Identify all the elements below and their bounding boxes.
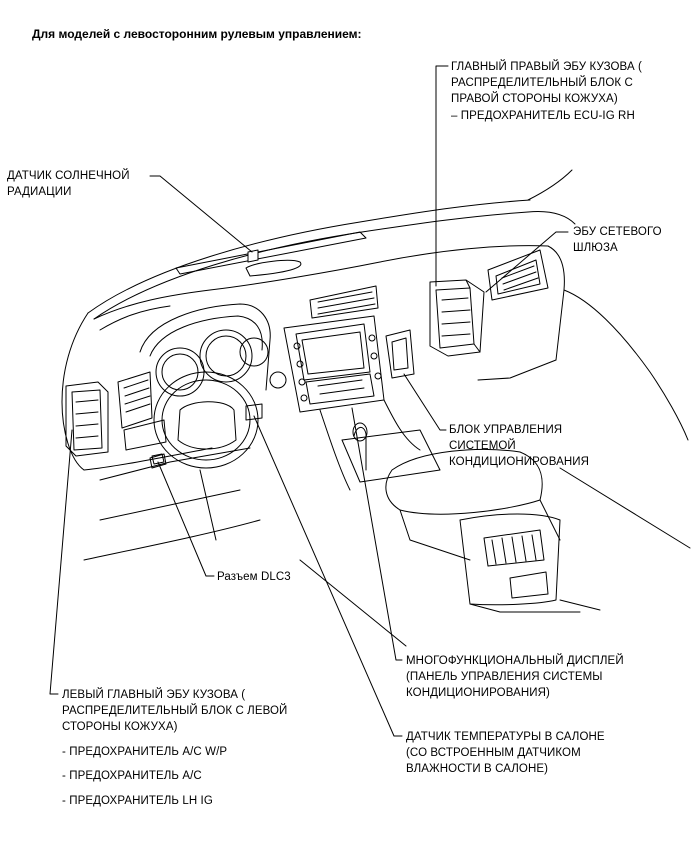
label-line: (СО ВСТРОЕННЫМ ДАТЧИКОМ <box>406 747 581 760</box>
label-line: СИСТЕМОЙ <box>449 440 516 453</box>
label-ac-control: БЛОК УПРАВЛЕНИЯ СИСТЕМОЙ КОНДИЦИОНИРОВАН… <box>449 422 589 471</box>
label-line: РАСПРЕДЕЛИТЕЛЬНЫЙ БЛОК С <box>451 77 633 90</box>
label-line: КОНДИЦИОНИРОВАНИЯ <box>449 456 590 469</box>
label-line: (ПАНЕЛЬ УПРАВЛЕНИЯ СИСТЕМЫ <box>406 671 603 684</box>
label-line: ШЛЮЗА <box>573 242 618 255</box>
label-line: ПРАВОЙ СТОРОНЫ КОЖУХА) <box>451 93 618 106</box>
label-line: РАДИАЦИИ <box>7 186 72 199</box>
label-line: СТОРОНЫ КОЖУХА) <box>62 721 178 734</box>
label-gateway-ecu: ЭБУ СЕТЕВОГО ШЛЮЗА <box>573 224 662 256</box>
label-line: РАСПРЕДЕЛИТЕЛЬНЫЙ БЛОК С ЛЕВОЙ <box>62 705 288 718</box>
label-line: ЛЕВЫЙ ГЛАВНЫЙ ЭБУ КУЗОВА ( <box>62 689 246 701</box>
label-left-fuse-lh-ig: - ПРЕДОХРАНИТЕЛЬ LH IG <box>62 795 213 807</box>
label-left-fuse-ac-wp: - ПРЕДОХРАНИТЕЛЬ A/C W/P <box>62 746 228 758</box>
label-multi-display: МНОГОФУНКЦИОНАЛЬНЫЙ ДИСПЛЕЙ (ПАНЕЛЬ УПРА… <box>406 653 624 702</box>
label-line: ВЛАЖНОСТИ В САЛОНЕ) <box>406 763 549 776</box>
label-main-right-ecu: ГЛАВНЫЙ ПРАВЫЙ ЭБУ КУЗОВА ( РАСПРЕДЕЛИТЕ… <box>451 59 642 124</box>
label-solar-sensor: ДАТЧИК СОЛНЕЧНОЙ РАДИАЦИИ <box>7 168 130 200</box>
label-line: ЭБУ СЕТЕВОГО <box>573 226 662 238</box>
label-line: КОНДИЦИОНИРОВАНИЯ) <box>406 687 550 700</box>
label-cabin-temp-sensor: ДАТЧИК ТЕМПЕРАТУРЫ В САЛОНЕ (СО ВСТРОЕНН… <box>406 729 605 778</box>
label-dlc3: Разъем DLC3 <box>217 571 291 583</box>
page-title: Для моделей с левосторонним рулевым упра… <box>32 27 362 41</box>
label-line: – ПРЕДОХРАНИТЕЛЬ ECU-IG RH <box>451 109 635 122</box>
label-line: ДАТЧИК ТЕМПЕРАТУРЫ В САЛОНЕ <box>406 731 605 743</box>
label-line: ГЛАВНЫЙ ПРАВЫЙ ЭБУ КУЗОВА ( <box>451 61 642 73</box>
label-left-fuse-ac: - ПРЕДОХРАНИТЕЛЬ A/C <box>62 770 202 782</box>
label-main-left-ecu: ЛЕВЫЙ ГЛАВНЫЙ ЭБУ КУЗОВА ( РАСПРЕДЕЛИТЕЛ… <box>62 687 287 736</box>
label-line: ДАТЧИК СОЛНЕЧНОЙ <box>7 170 130 182</box>
label-line: БЛОК УПРАВЛЕНИЯ <box>449 424 563 436</box>
label-line: МНОГОФУНКЦИОНАЛЬНЫЙ ДИСПЛЕЙ <box>406 655 624 667</box>
